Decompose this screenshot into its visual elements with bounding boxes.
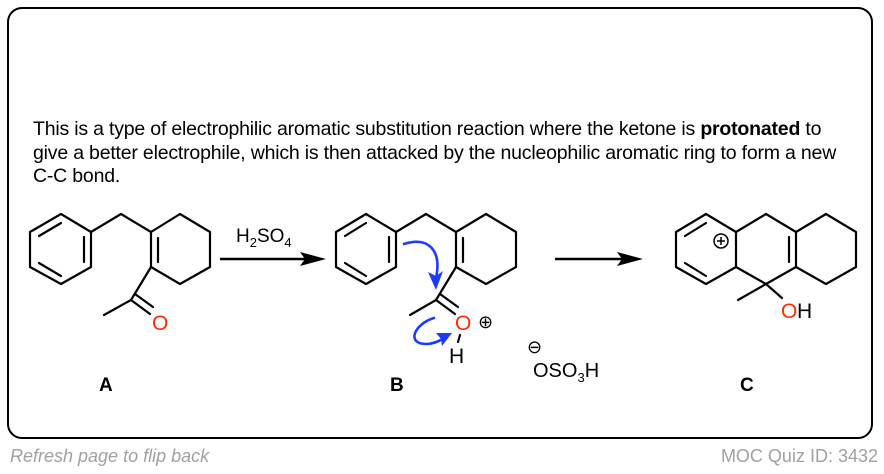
counterion-hso4: ⊖ OSO3H	[527, 337, 599, 385]
curly-arrow-ring-attack	[402, 240, 439, 280]
reaction-arrow-2	[555, 252, 643, 266]
carbonyl-bond-b1	[434, 298, 457, 316]
methyl-bond-c	[736, 282, 768, 302]
ring-double-bond-c1	[683, 221, 708, 238]
benzene-double-bonds-b	[343, 221, 391, 278]
cyclohexene-ring-c	[794, 212, 858, 286]
compound-label-c: C	[740, 375, 754, 396]
cyclohexene-ring-a	[149, 212, 212, 286]
quiz-id: MOC Quiz ID: 3432	[720, 446, 878, 466]
compound-a: O A	[28, 212, 212, 396]
benzyl-ch2-b	[394, 212, 458, 234]
benzyl-ch2-a	[89, 212, 153, 234]
carbonyl-bond-b2	[438, 292, 460, 309]
reagent-h2so4: H2SO4	[236, 226, 292, 250]
compound-label-b: B	[390, 375, 404, 396]
negative-charge: ⊖	[527, 337, 542, 357]
positive-charge-circle-c	[713, 233, 729, 249]
middle-ring-c	[734, 212, 798, 286]
arrowhead-1	[300, 252, 326, 266]
explanation-bold: protonated	[700, 118, 801, 140]
oxygen-atom-c: O	[781, 300, 797, 323]
refresh-hint: Refresh page to flip back	[10, 446, 210, 466]
reaction-arrow-1: H2SO4	[220, 226, 326, 266]
arenium-ring-c	[674, 212, 738, 286]
methyl-bond-a	[102, 298, 133, 317]
positive-charge-b: ⊕	[478, 312, 493, 332]
cyclohexene-ring-b	[454, 212, 518, 286]
oh-bond-b	[456, 333, 462, 344]
acyl-bond-a	[129, 265, 153, 302]
oxygen-atom-b: O	[455, 312, 471, 335]
hydrogen-atom-c: H	[797, 300, 812, 323]
carbonyl-bond-a1	[129, 298, 152, 316]
benzene-ring-b	[334, 212, 398, 286]
curly-arrowhead-1	[428, 271, 443, 290]
compound-b: O H ⊕ B	[334, 212, 518, 396]
explanation-text: This is a type of electrophilic aromatic…	[33, 118, 853, 189]
compound-label-a: A	[99, 375, 113, 396]
compound-c: O H C	[674, 212, 858, 396]
hydrogen-atom-b: H	[449, 345, 464, 368]
carbonyl-bond-a2	[133, 292, 155, 309]
explanation-suffix: to give a better electrophile, which is …	[33, 118, 837, 187]
explanation-prefix: This is a type of electrophilic aromatic…	[33, 118, 701, 140]
methyl-bond-b	[408, 298, 438, 317]
oxygen-atom-a: O	[152, 312, 168, 335]
curly-arrow-pi-to-o	[413, 316, 446, 346]
acyl-bond-b	[434, 265, 458, 302]
c-oh-bond-c	[764, 282, 784, 300]
curly-arrowhead-2	[436, 333, 452, 346]
ring-double-bond-c2	[683, 261, 708, 278]
arrowhead-2	[617, 252, 643, 266]
benzene-double-bonds-a	[37, 221, 86, 278]
counterion-formula: OSO3H	[533, 360, 599, 385]
